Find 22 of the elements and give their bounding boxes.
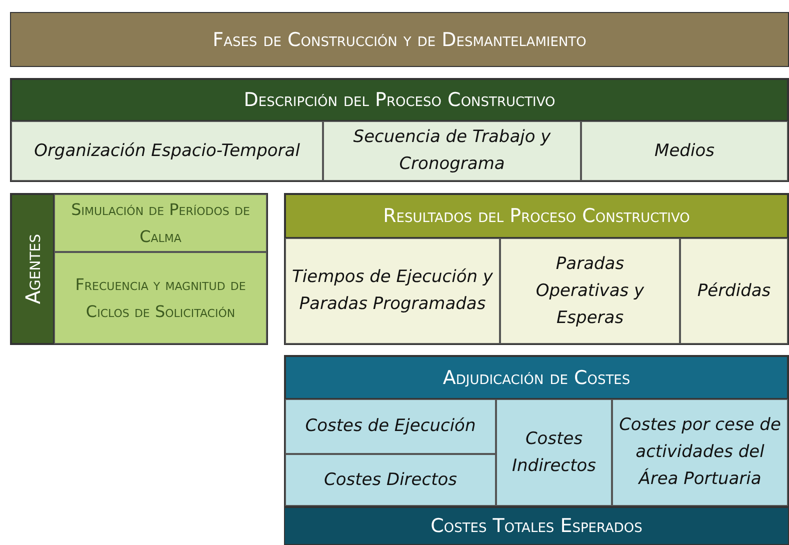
section-panel: [10, 193, 268, 345]
text-cell: Costes de Ejecución: [285, 399, 496, 454]
text-cell: Frecuencia y magnitud de Ciclos de Solicitación: [54, 252, 267, 344]
text-cell: Costes Directos: [285, 454, 496, 506]
section-panel: [284, 193, 789, 345]
title-band: Costes Totales Esperados: [284, 507, 789, 545]
text-cell: Pérdidas: [680, 238, 788, 344]
title-band: Fases de Construcción y de Desmantelamiento: [10, 12, 789, 67]
text-cell: Medios: [581, 121, 788, 181]
text-cell: Costes Indirectos: [496, 399, 612, 506]
text-cell: Secuencia de Trabajo y Cronograma: [323, 121, 581, 181]
section-panel: [10, 78, 789, 182]
text-cell: Costes por cese de actividades del Área Portuaria: [612, 399, 788, 506]
text-cell: Organización Espacio-Temporal: [11, 121, 323, 181]
section-panel: [284, 355, 789, 507]
text-cell: Simulación de Períodos de Calma: [54, 194, 267, 252]
side-heading: Agentes: [11, 194, 54, 344]
text-cell: Paradas Operativas y Esperas: [500, 238, 680, 344]
section-heading: Adjudicación de Costes: [285, 356, 788, 399]
text-cell: Tiempos de Ejecución y Paradas Programadas: [285, 238, 500, 344]
section-heading: Descripción del Proceso Constructivo: [11, 79, 788, 121]
section-heading: Resultados del Proceso Constructivo: [285, 194, 788, 238]
